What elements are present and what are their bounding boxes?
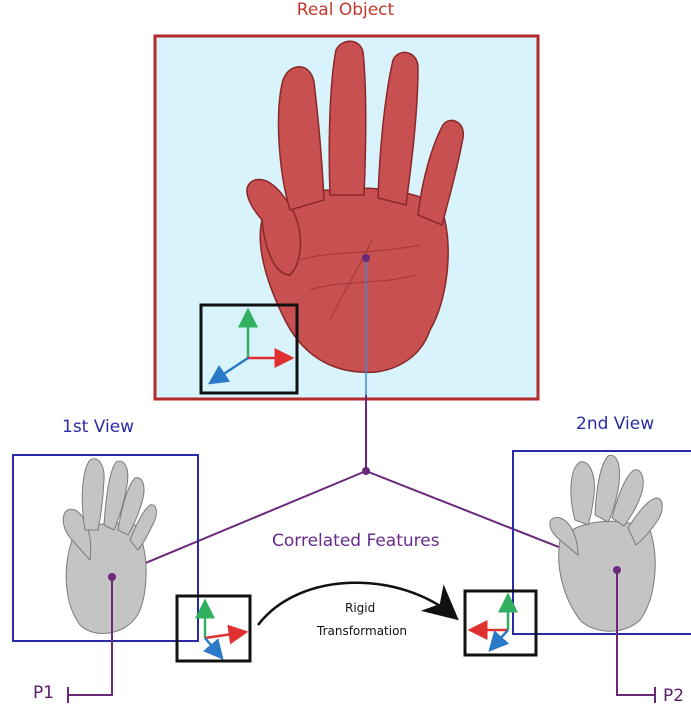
correlation-hub-point bbox=[362, 467, 370, 475]
p2-label: P2 bbox=[663, 686, 684, 706]
gray-hand-model-2 bbox=[550, 455, 662, 631]
real-object-title: Real Object bbox=[0, 0, 691, 20]
first-view-panel bbox=[13, 455, 250, 703]
second-view-title: 2nd View bbox=[576, 414, 654, 434]
first-view-title: 1st View bbox=[62, 417, 134, 437]
transformation-label: Transformation bbox=[317, 624, 407, 638]
gray-hand-model-1 bbox=[63, 459, 156, 634]
real-object-feature-point bbox=[362, 254, 370, 262]
second-view-axes-box bbox=[465, 591, 536, 655]
first-view-axes-box bbox=[177, 596, 250, 661]
correlated-features-label: Correlated Features bbox=[272, 531, 440, 551]
rigid-label: Rigid bbox=[345, 601, 375, 615]
coordinate-axes-icon bbox=[470, 595, 508, 650]
second-view-panel bbox=[465, 451, 691, 703]
coordinate-axes-icon bbox=[205, 601, 246, 658]
real-object-panel bbox=[155, 36, 538, 399]
p1-label: P1 bbox=[33, 683, 54, 703]
